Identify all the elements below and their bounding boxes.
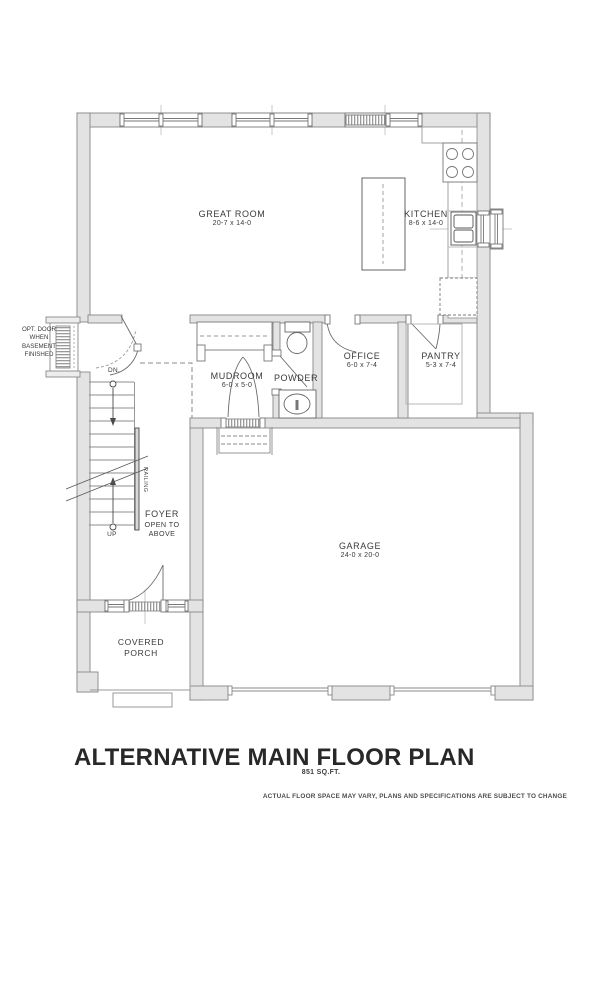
faucet — [295, 400, 299, 410]
optional-door-note: OPT. DOOR WHEN BASEMENT FINISHED — [21, 326, 57, 359]
office-label: OFFICE 6-0 x 7-4 — [343, 351, 381, 370]
foyer-label: FOYER OPEN TO ABOVE — [144, 509, 180, 539]
garage-label: GARAGE 24-0 x 20-0 — [338, 541, 382, 560]
kitchen-label: KITCHEN 8-6 x 14-0 — [404, 209, 448, 228]
powder-fixtures — [278, 321, 317, 419]
walls — [76, 112, 534, 701]
toilet-tank — [284, 321, 311, 333]
kitchen-fixtures — [361, 126, 478, 319]
great-room-label: GREAT ROOM 20-7 x 14-0 — [198, 209, 266, 228]
toilet-bowl — [286, 332, 308, 354]
stairs-down-label: DN. — [107, 367, 121, 374]
covered-porch-label: COVERED PORCH — [117, 637, 165, 658]
garage-doors — [227, 685, 496, 696]
pantry-label: PANTRY 5-3 x 7-4 — [421, 351, 461, 370]
powder-label: POWDER — [273, 373, 319, 383]
stairs-up-label: UP — [107, 531, 117, 538]
porch-outline — [90, 612, 191, 708]
pantry-shelving — [405, 323, 463, 405]
mudroom-bench — [196, 321, 273, 362]
disclaimer-text: ACTUAL FLOOR SPACE MAY VARY, PLANS AND S… — [262, 793, 567, 800]
area-label: 851 SQ.FT. — [301, 769, 341, 776]
refrigerator — [439, 277, 478, 316]
mudroom-label: MUDROOM 6-0 x 5-0 — [210, 371, 264, 390]
windows — [104, 112, 504, 613]
kitchen-island — [361, 177, 406, 271]
staircase — [65, 380, 149, 531]
open-to-above-boundary — [140, 362, 193, 418]
page-title: ALTERNATIVE MAIN FLOOR PLAN — [74, 744, 475, 771]
railing-label: RAILING — [142, 467, 148, 493]
optional-door — [45, 316, 81, 378]
garage-steps — [216, 427, 273, 455]
stove — [442, 142, 478, 183]
sink — [450, 211, 477, 246]
